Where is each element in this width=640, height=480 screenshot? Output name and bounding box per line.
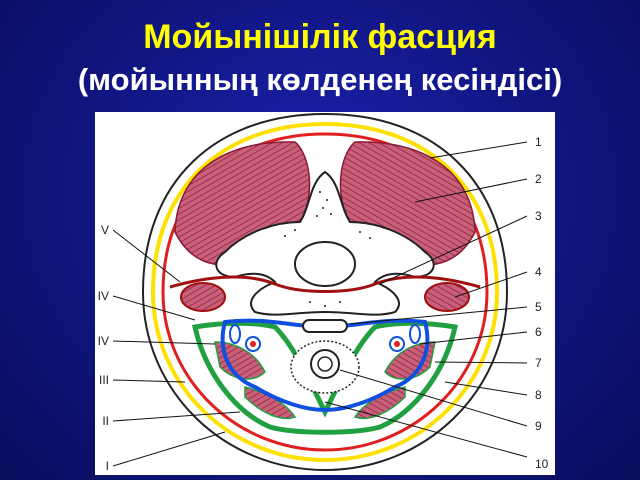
label-3: 3 <box>535 209 542 223</box>
slide-subtitle: (мойынның көлденең кесіндісі) <box>77 62 563 97</box>
label-V: V <box>101 223 109 237</box>
vessel-right-inner <box>394 341 400 347</box>
label-IV-lower: IV <box>98 334 109 348</box>
label-III: III <box>99 373 109 387</box>
muscle-right-small <box>424 282 470 312</box>
superficial-fascia-yellow <box>150 121 500 463</box>
label-II: II <box>102 414 109 428</box>
vessel-left-inner <box>250 341 256 347</box>
cross-section-diagram: 1 2 3 4 5 6 7 8 9 10 V IV IV III II I <box>98 112 549 473</box>
slide-title: Мойынішілік фасция <box>143 18 497 56</box>
label-I: I <box>106 459 109 473</box>
label-1: 1 <box>535 135 542 149</box>
muscle-left-strap <box>214 341 266 380</box>
fascia-green <box>191 320 459 435</box>
label-6: 6 <box>535 325 542 339</box>
label-9: 9 <box>535 419 542 433</box>
label-2: 2 <box>535 172 542 186</box>
label-10: 10 <box>535 457 549 471</box>
muscle-left-small <box>180 282 226 312</box>
leader-lines-right <box>324 141 528 458</box>
label-IV-upper: IV <box>98 289 109 303</box>
label-7: 7 <box>535 356 542 370</box>
bone-speckle <box>284 191 371 307</box>
leader-lines-left <box>112 229 241 467</box>
neck-cross-section-figure: 1 2 3 4 5 6 7 8 9 10 V IV IV III II I <box>95 112 555 475</box>
fascia-red-inner <box>169 275 481 293</box>
label-8: 8 <box>535 388 542 402</box>
vertebral-foramen <box>294 241 356 287</box>
vessel-left-jugular <box>229 324 241 344</box>
muscle-right-strap <box>384 341 436 380</box>
esophagus <box>302 319 348 333</box>
label-5: 5 <box>535 300 542 314</box>
trachea-core <box>317 356 333 372</box>
skin-outline <box>141 112 509 472</box>
label-4: 4 <box>535 265 542 279</box>
vessel-right-jugular <box>409 324 421 344</box>
